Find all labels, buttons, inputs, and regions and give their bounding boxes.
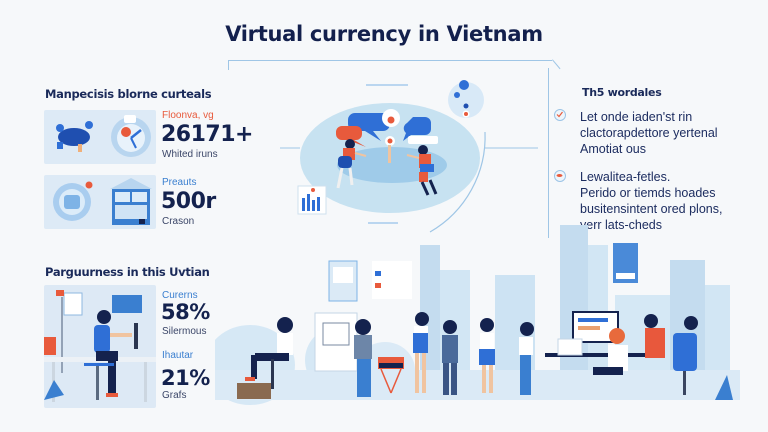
stat-value-2: 500r [161, 189, 216, 214]
right-heading: Th5 wordales [582, 86, 662, 99]
crowd-office-illustration [205, 215, 740, 410]
stat-sub-2: Crason [162, 216, 195, 227]
robot-fish-illustration [56, 115, 151, 157]
stat-sub-1: Whited iruns [162, 149, 218, 160]
stat-label-2: Preauts [162, 177, 197, 188]
stat-value-3: 58% [161, 300, 210, 324]
eye-icon [554, 170, 566, 182]
city-people-scene [205, 225, 740, 405]
right-info-panel: Th5 wordales Let onde iaden'st rin clact… [548, 70, 760, 246]
stat-sub-4: Grafs [162, 390, 187, 401]
illustration-card-1 [44, 110, 156, 164]
stat-sub-3: Silermous [162, 326, 207, 337]
right-item-2: Lewalitea-fetles. Perido or tiemds hoade… [580, 170, 723, 232]
gear-bank-illustration [53, 178, 152, 225]
section-heading-2: Parguurness in this Uvtian [45, 265, 210, 279]
people-discussion-illustration [280, 80, 538, 233]
right-item-1: Let onde iaden'st rin clactorapdettore y… [580, 110, 718, 156]
page-title: Virtual currency in Vietnam [225, 22, 543, 46]
illustration-card-2 [44, 175, 156, 229]
person-at-desk-illustration [42, 290, 156, 402]
stat-value-1: 26171+ [161, 122, 253, 147]
desk-worker-illustration [42, 285, 156, 408]
stat-label-1: Floonva, vg [162, 110, 214, 121]
stat-value-4: 21% [161, 366, 210, 390]
central-illustration [280, 60, 550, 240]
stat-label-3: Curerns [162, 290, 198, 301]
section-heading-1: Manpecisis blorne curteals [45, 87, 212, 101]
stat-label-4: Ihautar [162, 350, 194, 361]
check-icon [554, 109, 566, 121]
